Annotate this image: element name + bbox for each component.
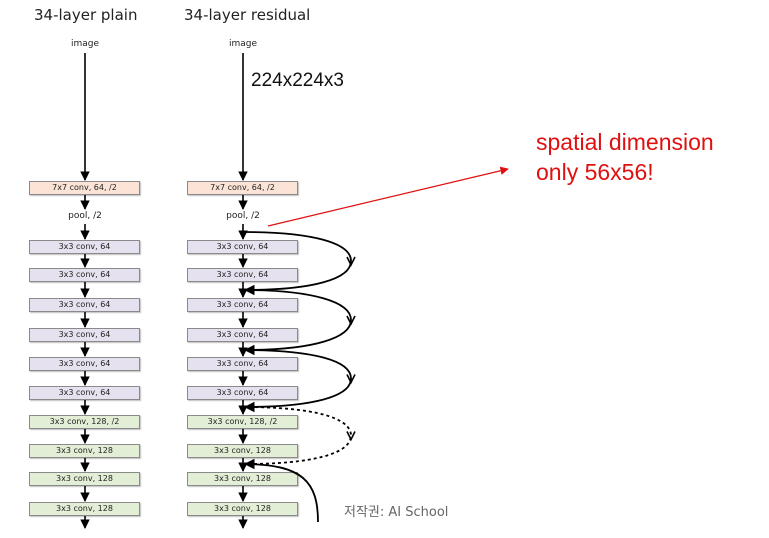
residual-layer-10: 3x3 conv, 128 xyxy=(187,502,298,516)
residual-layer-2: 3x3 conv, 64 xyxy=(187,268,298,282)
title-plain: 34-layer plain xyxy=(34,6,138,24)
plain-layer-3: 3x3 conv, 64 xyxy=(29,298,140,312)
title-residual: 34-layer residual xyxy=(184,6,311,24)
residual-layer-3: 3x3 conv, 64 xyxy=(187,298,298,312)
pool-label-plain: pool, /2 xyxy=(68,211,102,221)
input-dimension-label: 224x224x3 xyxy=(251,70,344,91)
plain-layer-7: 3x3 conv, 128, /2 xyxy=(29,415,140,429)
residual-layer-5: 3x3 conv, 64 xyxy=(187,357,298,371)
residual-skip-2 xyxy=(242,289,352,356)
residual-layer-6: 3x3 conv, 64 xyxy=(187,386,298,400)
residual-layer-1: 3x3 conv, 64 xyxy=(187,240,298,254)
plain-layer-8: 3x3 conv, 128 xyxy=(29,444,140,458)
plain-layer-10: 3x3 conv, 128 xyxy=(29,502,140,516)
residual-skip-projection-head xyxy=(346,431,356,442)
residual-skip-3 xyxy=(242,349,352,413)
residual-layer-0: 7x7 conv, 64, /2 xyxy=(187,181,298,195)
credit-text: 저작권: AI School xyxy=(344,505,449,520)
residual-layer-7: 3x3 conv, 128, /2 xyxy=(187,415,298,429)
plain-layer-9: 3x3 conv, 128 xyxy=(29,472,140,486)
spatial-dimension-note: spatial dimension only 56x56! xyxy=(536,127,714,187)
note-line-2: only 56x56! xyxy=(536,159,654,185)
plain-layer-1: 3x3 conv, 64 xyxy=(29,240,140,254)
plain-layer-4: 3x3 conv, 64 xyxy=(29,328,140,342)
plain-layer-5: 3x3 conv, 64 xyxy=(29,357,140,371)
residual-skip-3-head xyxy=(346,374,356,385)
image-label-plain: image xyxy=(70,39,100,49)
residual-skip-2-head xyxy=(346,315,356,326)
residual-skip-4 xyxy=(242,463,319,523)
residual-layer-8: 3x3 conv, 128 xyxy=(187,444,298,458)
residual-skip-1-head xyxy=(346,256,356,267)
plain-layer-6: 3x3 conv, 64 xyxy=(29,386,140,400)
plain-layer-0: 7x7 conv, 64, /2 xyxy=(29,181,140,195)
residual-layer-4: 3x3 conv, 64 xyxy=(187,328,298,342)
note-line-1: spatial dimension xyxy=(536,129,714,155)
plain-layer-2: 3x3 conv, 64 xyxy=(29,268,140,282)
residual-skip-1 xyxy=(242,231,352,296)
image-label-residual: image xyxy=(228,39,258,49)
annotation-pointer-arrow xyxy=(267,166,509,227)
residual-layer-9: 3x3 conv, 128 xyxy=(187,472,298,486)
residual-skip-projection xyxy=(242,406,352,470)
pool-label-residual: pool, /2 xyxy=(226,211,260,221)
